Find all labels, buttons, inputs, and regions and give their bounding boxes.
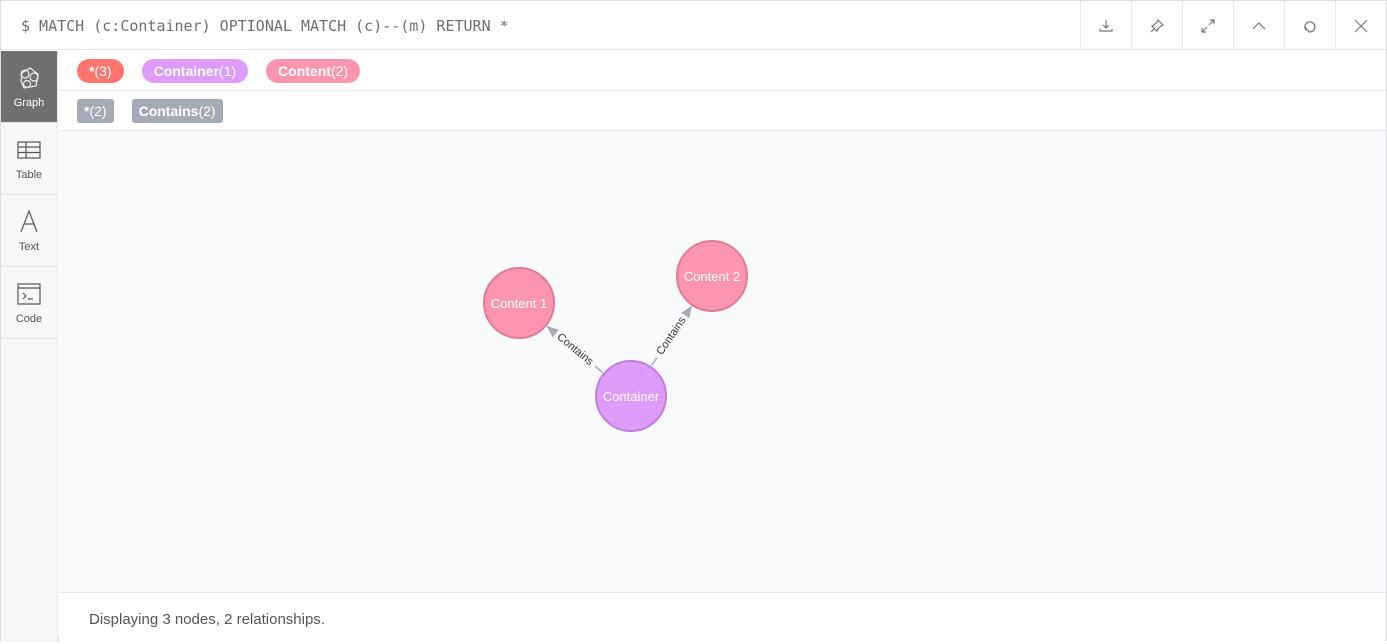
tab-label: Code — [15, 312, 43, 325]
expand-icon — [1201, 18, 1215, 33]
relationship-edge[interactable] — [594, 365, 604, 373]
relationship-edge[interactable] — [651, 357, 658, 366]
refresh-icon — [1304, 20, 1316, 33]
label-pill-content[interactable]: Content(2) — [266, 58, 361, 83]
close-button[interactable] — [1335, 1, 1386, 50]
pin-icon — [1150, 18, 1165, 32]
fullscreen-button[interactable] — [1182, 1, 1233, 50]
tab-label: Table — [15, 168, 43, 181]
tab-text[interactable]: Text — [1, 195, 57, 267]
tab-graph[interactable]: Graph — [1, 51, 57, 123]
frame-header: $ MATCH (c:Container) OPTIONAL MATCH (c)… — [1, 1, 1386, 50]
chevron-up-icon — [1252, 21, 1266, 29]
node-label: Content 1 — [491, 296, 547, 311]
relationship-types-bar: *(2) Contains(2) — [59, 91, 1386, 131]
node-circle[interactable] — [483, 267, 555, 339]
query-text[interactable]: $ MATCH (c:Container) OPTIONAL MATCH (c)… — [21, 17, 509, 35]
node-label: Container — [603, 389, 660, 404]
tab-label: Text — [18, 240, 40, 253]
view-sidebar: Graph Table Text Code — [1, 51, 58, 641]
relationship-edge[interactable] — [546, 325, 559, 338]
table-icon — [17, 140, 41, 159]
rel-pill-contains[interactable]: Contains(2) — [131, 98, 223, 123]
node-circle[interactable] — [676, 240, 748, 312]
node-label: Content 2 — [684, 269, 740, 284]
rerun-button[interactable] — [1284, 1, 1335, 50]
node-circle[interactable] — [595, 360, 667, 432]
relationship-edge[interactable] — [681, 305, 692, 319]
tab-code[interactable]: Code — [1, 267, 57, 339]
graph-icon — [20, 66, 39, 89]
close-icon — [1354, 19, 1368, 32]
text-icon — [20, 208, 38, 232]
relationship-label: Contains — [554, 331, 595, 368]
relationship-label: Contains — [654, 314, 689, 357]
node-labels-bar: *(3) Container(1) Content(2) — [59, 51, 1386, 91]
status-bar: Displaying 3 nodes, 2 relationships. — [59, 592, 1386, 641]
code-icon — [17, 282, 41, 305]
graph-canvas[interactable]: Contains Contains Content 1 Content 2 Contai… — [59, 131, 1386, 592]
collapse-button[interactable] — [1233, 1, 1284, 50]
label-pill-container[interactable]: Container(1) — [141, 58, 249, 83]
tab-table[interactable]: Table — [1, 123, 57, 195]
download-button[interactable] — [1080, 1, 1131, 50]
graph-node[interactable]: Content 2 — [676, 240, 748, 312]
graph-node[interactable]: Content 1 — [483, 267, 555, 339]
download-icon — [1099, 19, 1113, 32]
label-pill-all[interactable]: *(3) — [77, 58, 124, 83]
status-text: Displaying 3 nodes, 2 relationships. — [89, 611, 325, 628]
graph-svg[interactable]: Contains Contains Content 1 Content 2 Contai… — [59, 131, 1387, 592]
tab-label: Graph — [13, 96, 45, 109]
pin-button[interactable] — [1131, 1, 1182, 50]
graph-node[interactable]: Container — [595, 360, 667, 432]
rel-pill-all[interactable]: *(2) — [77, 98, 114, 123]
